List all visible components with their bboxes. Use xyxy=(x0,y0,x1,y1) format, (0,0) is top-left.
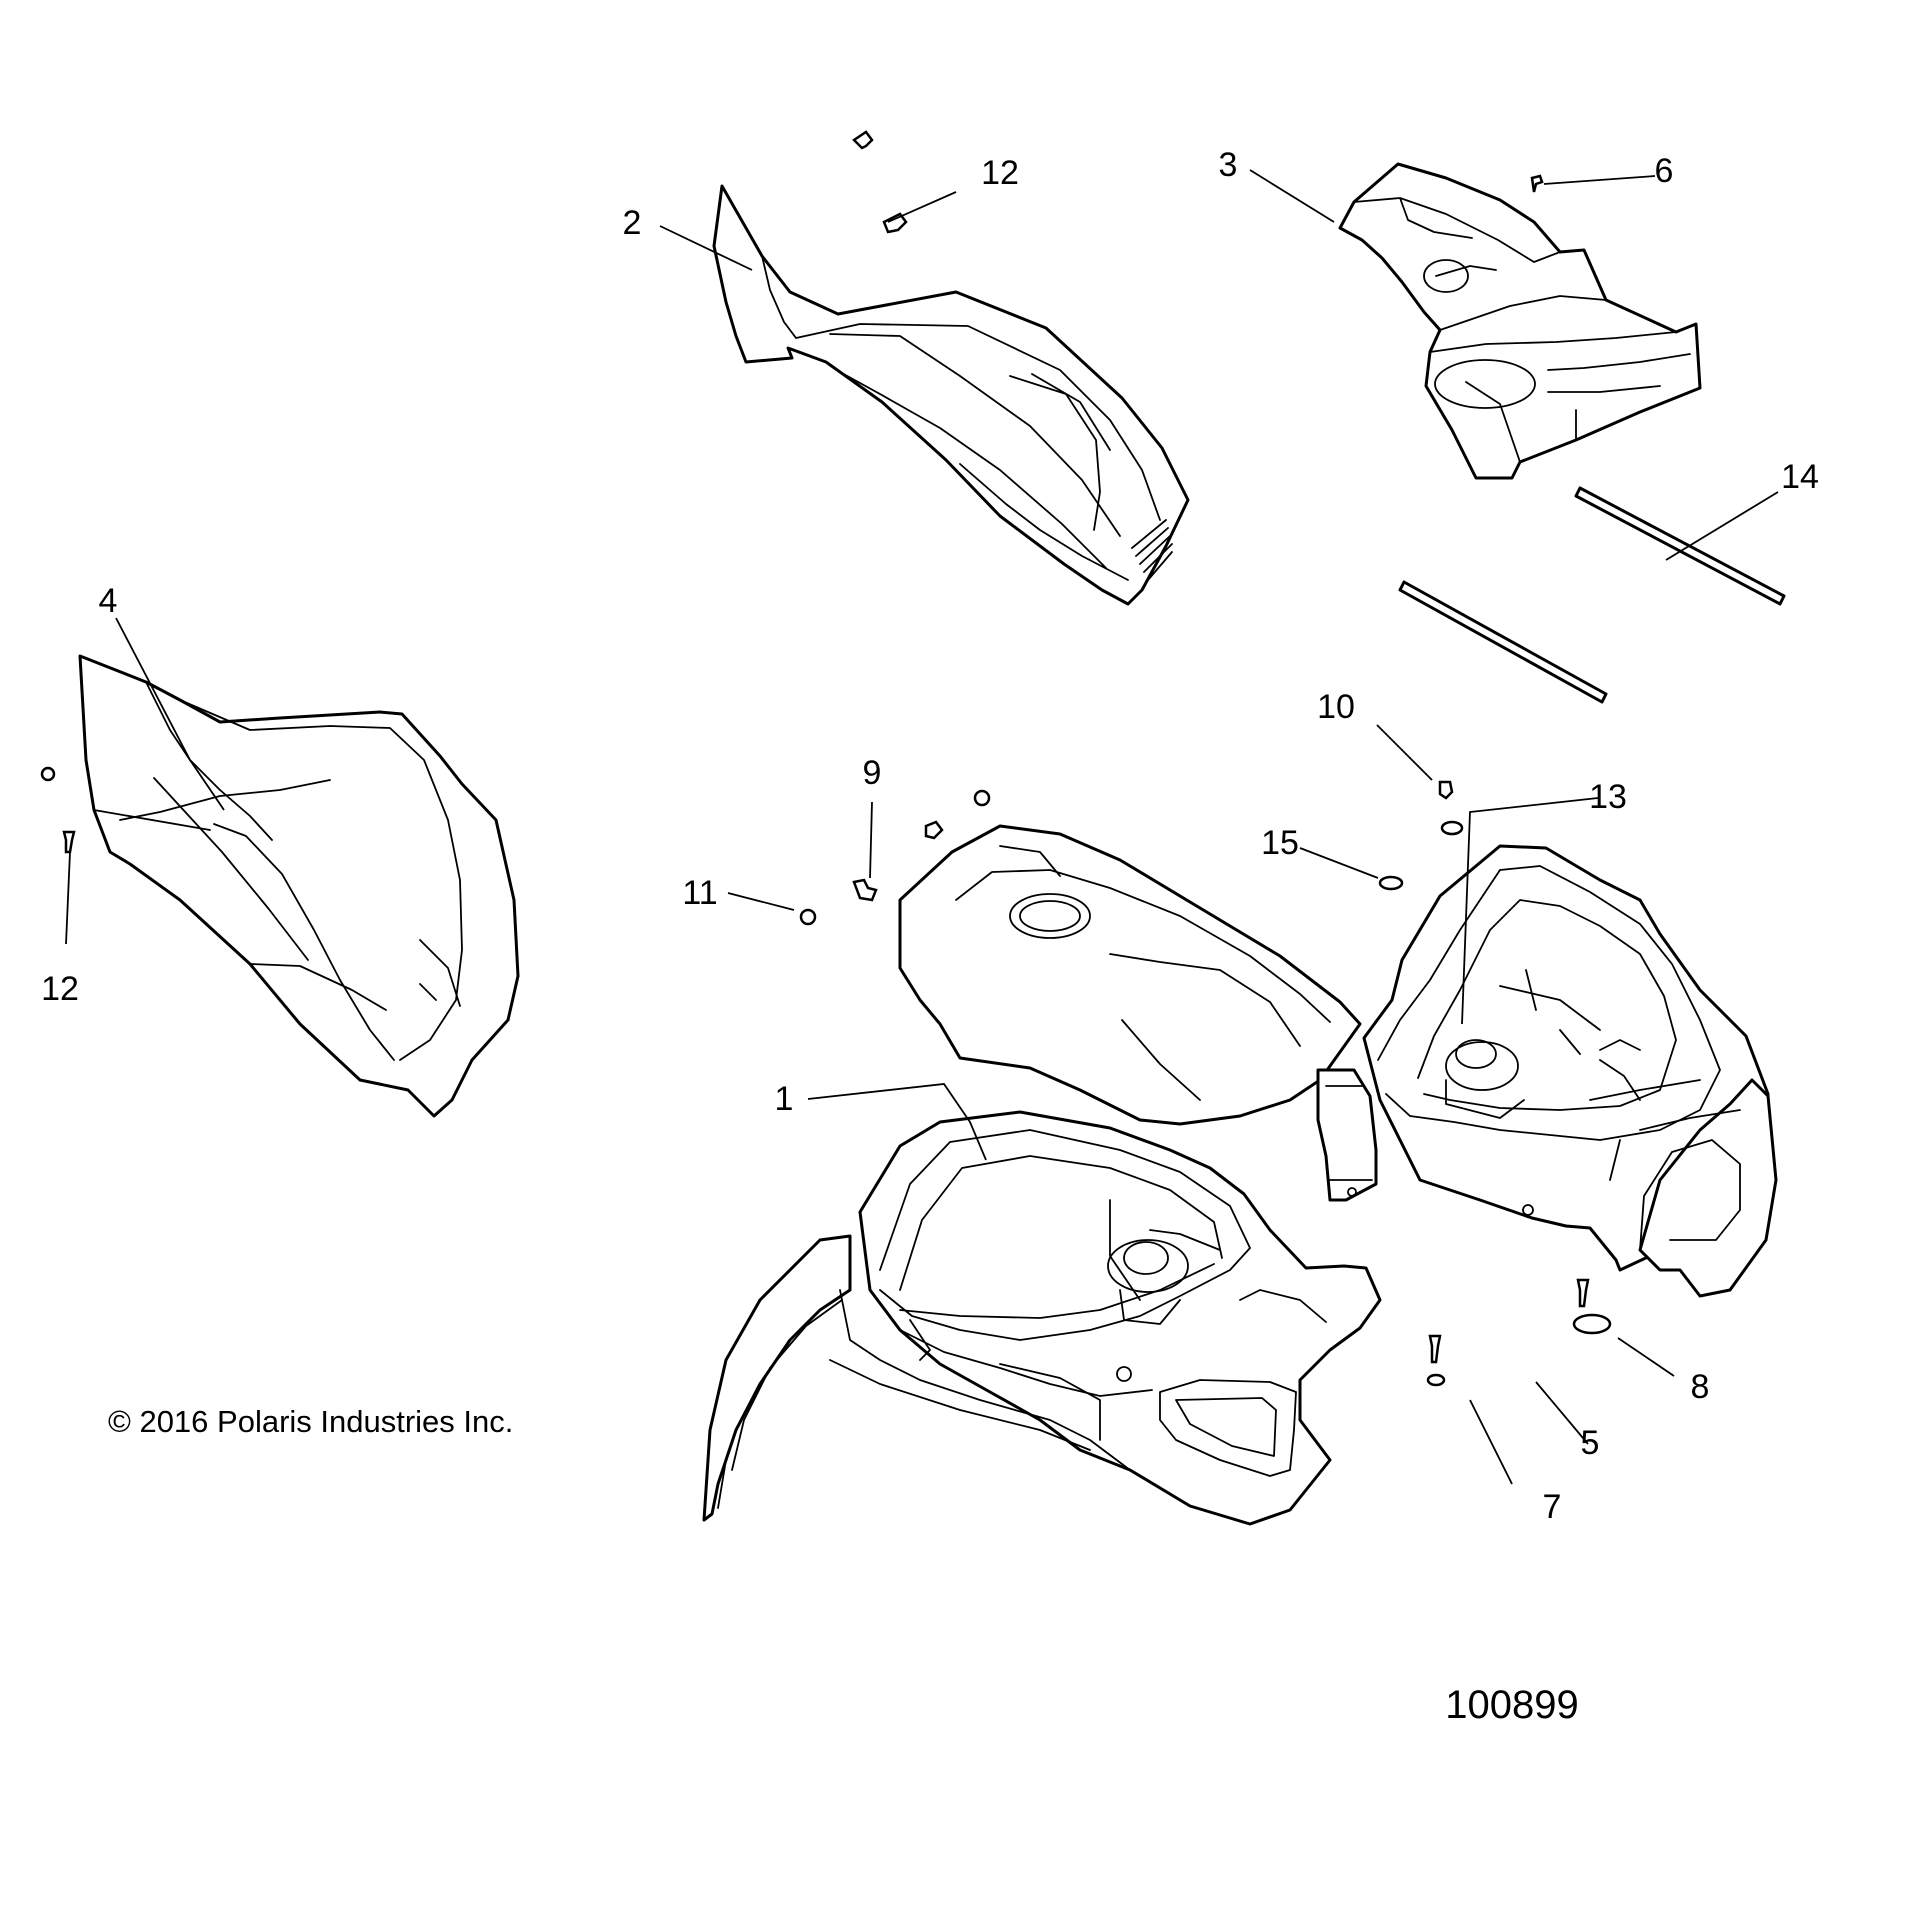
callout-7: 7 xyxy=(1543,1488,1562,1526)
callout-labels: 1 2 3 4 5 6 7 8 9 10 11 12 12 13 14 15 xyxy=(41,146,1819,1526)
callout-13: 13 xyxy=(1589,778,1627,816)
callout-2: 2 xyxy=(623,204,642,242)
callout-6: 6 xyxy=(1655,152,1674,190)
fasteners xyxy=(40,130,1612,1387)
callout-8: 8 xyxy=(1691,1368,1710,1406)
callout-1: 1 xyxy=(775,1080,794,1118)
callout-9: 9 xyxy=(863,754,882,792)
callout-12-left: 12 xyxy=(41,970,79,1008)
figure-number: 100899 xyxy=(1445,1683,1578,1727)
callout-3: 3 xyxy=(1219,146,1238,184)
callout-5: 5 xyxy=(1581,1424,1600,1462)
part-1-front-cab xyxy=(702,824,1778,1526)
callout-10: 10 xyxy=(1317,688,1355,726)
callout-12-top: 12 xyxy=(981,154,1019,192)
part-4-side-panel xyxy=(78,654,520,1118)
part-14-strips xyxy=(1398,486,1786,704)
callout-11: 11 xyxy=(682,874,717,912)
part-3-rear-fender xyxy=(1338,162,1702,480)
callout-14: 14 xyxy=(1781,458,1819,496)
leader-lines xyxy=(65,169,1779,1485)
part-2-side-panel xyxy=(712,184,1190,606)
callout-15: 15 xyxy=(1261,824,1299,862)
copyright-notice: © 2016 Polaris Industries Inc. xyxy=(108,1404,513,1439)
callout-4: 4 xyxy=(99,582,118,620)
